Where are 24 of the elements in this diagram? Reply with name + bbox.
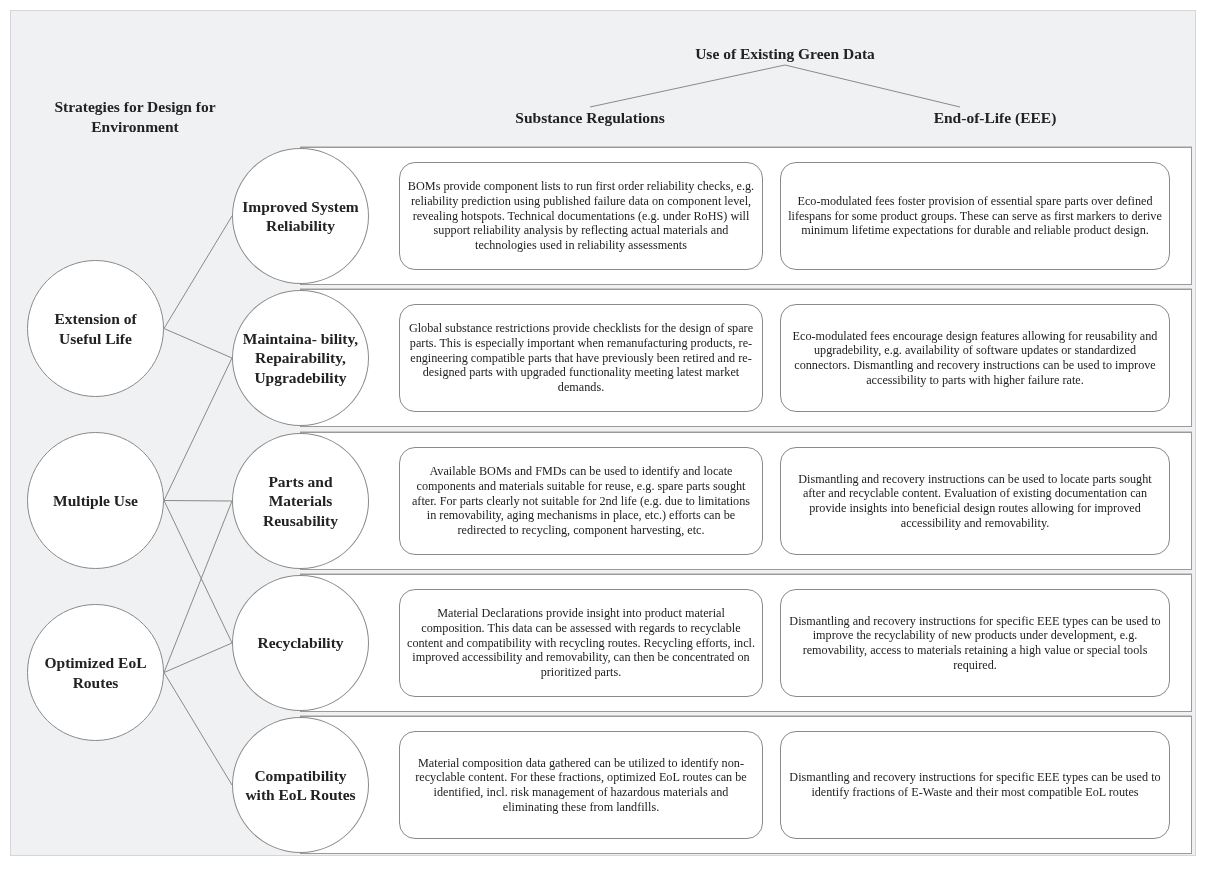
connector-line	[163, 672, 233, 786]
connector-line	[784, 64, 961, 108]
description-box: Material Declarations provide insight into product material composition. This data can be assessed with regards to recyclable content and compatibility with recycling routes. Recycling efforts, incl. improved accessibility and removability, can then be concentrated on prioritized parts.	[399, 589, 763, 697]
description-box: BOMs provide component lists to run first order reliability checks, e.g. reliability prediction using published failure data on component level, revealing hotspots. Technical documentations (e.g. under RoHS) will support reliability analysis by reflecting actual materials and technologies used in reliability assessments	[399, 162, 763, 270]
connector-line	[163, 500, 233, 644]
description-box: Available BOMs and FMDs can be used to identify and locate components and materials suitable for reuse, e.g. spare parts sought after. For parts clearly not suitable for 2nd life (e.g. due to limitations in removability, aging mechanisms in place, etc.) efforts can be redirected to recycling, component harvesting, etc.	[399, 447, 763, 555]
description-box: Dismantling and recovery instructions for specific EEE types can be used to identify fractions of E-Waste and their most compatible EoL routes	[780, 731, 1170, 839]
connector-line	[163, 328, 233, 359]
description-box: Dismantling and recovery instructions for specific EEE types can be used to improve the recyclability of new products under development, e.g. removability, access to materials retaining a high value or special tools required.	[780, 589, 1170, 697]
connector-line	[589, 64, 786, 108]
connector-line	[163, 215, 233, 329]
description-box: Material composition data gathered can be utilized to identify non-recyclable content. For these fractions, optimized EoL routes can be identified, incl. risk management of hazardous materials and eliminating these from landfills.	[399, 731, 763, 839]
description-box: Global substance restrictions provide checklists for the design of spare parts. This is especially important when remanufacturing products, re-engineering compatible parts that have previously been retired and re-designed parts with upgraded functionality meeting latest market demands.	[399, 304, 763, 412]
heading-text: Strategies for Design for Environment	[53, 97, 217, 138]
heading-text: Use of Existing Green Data	[650, 43, 920, 65]
description-box: Eco-modulated fees foster provision of essential spare parts over defined lifespans for some product groups. These can serve as first markers to derive minimum lifetime expectations for durable and reliable product design.	[780, 162, 1170, 270]
description-box: Dismantling and recovery instructions can be used to locate parts sought after and recyclable content. Evaluation of existing documentation can provide insights into beneficial design routes allowing for improved accessibility and removability.	[780, 447, 1170, 555]
connector-line	[163, 500, 233, 502]
heading-text: Substance Regulations	[480, 107, 700, 129]
connector-line	[163, 642, 233, 673]
connector-line	[163, 357, 233, 501]
description-box: Eco-modulated fees encourage design features allowing for reusability and upgradebility, e.g. availability of software updates or standardized connectors. Dismantling and recovery instructions can be used to improve accessibility to parts with higher failure rate.	[780, 304, 1170, 412]
connector-line	[163, 500, 233, 673]
heading-text: End-of-Life (EEE)	[880, 107, 1110, 129]
